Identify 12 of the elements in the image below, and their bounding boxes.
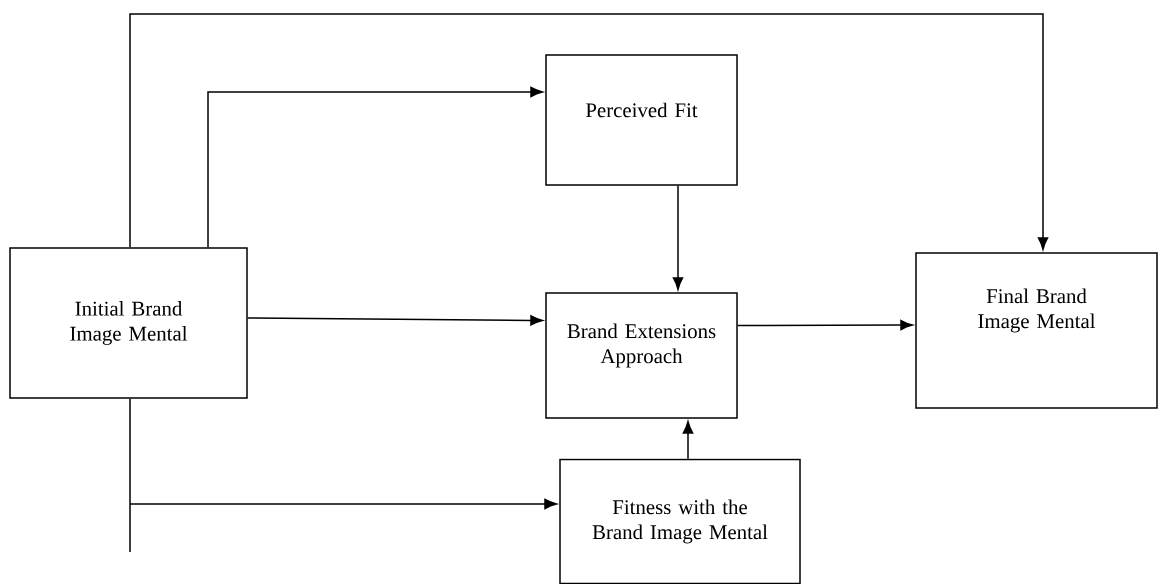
arrow	[129, 13, 1049, 250]
arrow	[129, 398, 557, 553]
arrow	[682, 421, 694, 460]
arrow	[672, 185, 684, 290]
process-box: Brand Extensions Approach	[545, 292, 738, 419]
process-box: Initial Brand Image Mental	[9, 247, 248, 399]
process-box: Final Brand Image Mental	[915, 252, 1158, 409]
arrow	[207, 86, 543, 248]
arrow	[737, 319, 913, 331]
arrow	[247, 315, 543, 326]
process-box: Fitness with the Brand Image Mental	[559, 458, 801, 584]
process-box: Perceived Fit	[545, 54, 738, 186]
